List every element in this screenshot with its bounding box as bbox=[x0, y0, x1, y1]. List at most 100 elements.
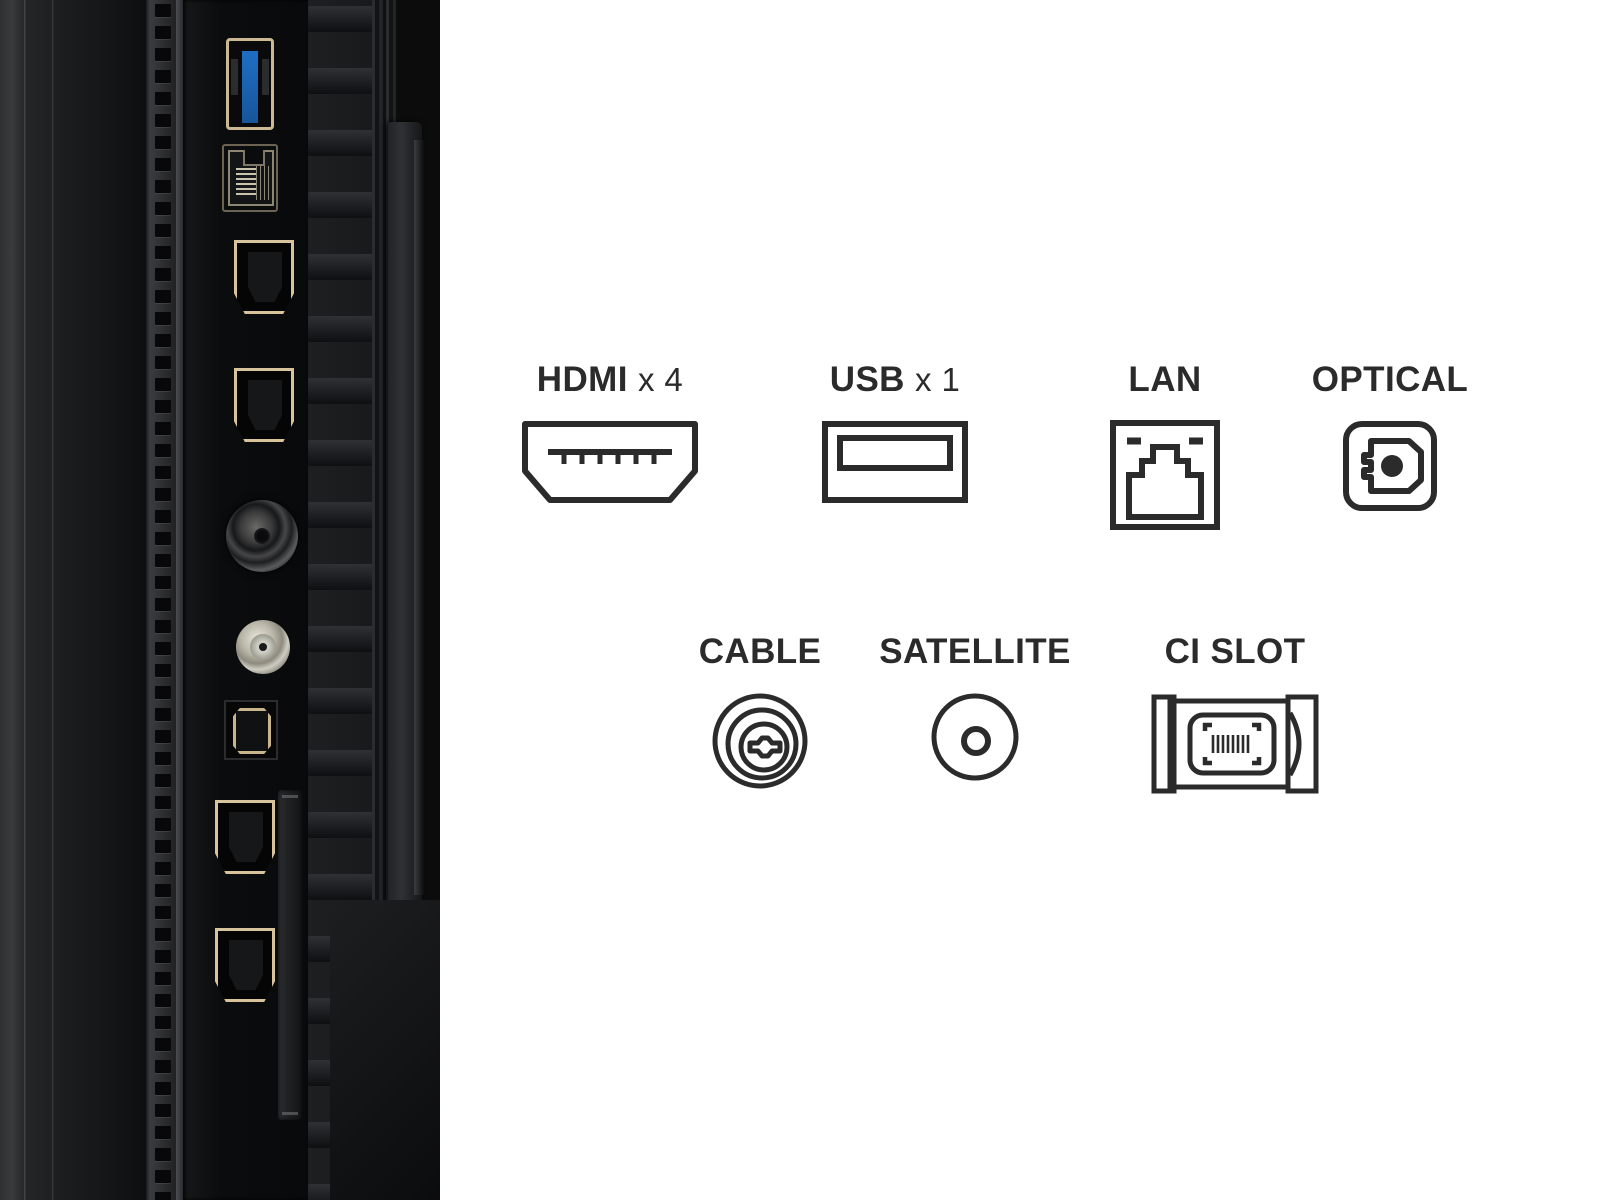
photo-lan-port bbox=[222, 144, 278, 212]
spec-item-satellite: SATELLITE bbox=[830, 634, 1120, 811]
tv-vent-slot bbox=[155, 686, 171, 699]
tv-vent-slot bbox=[155, 180, 171, 193]
tv-rear-panel-photo bbox=[0, 0, 440, 1200]
tv-vent-slot bbox=[155, 290, 171, 303]
cislot-label-name: CI SLOT bbox=[1164, 632, 1306, 671]
optical-icon-holder bbox=[1250, 419, 1530, 539]
tv-vent-slot bbox=[155, 1148, 171, 1161]
usb-port-tab-left bbox=[231, 59, 238, 95]
photo-hdmi-port-4 bbox=[215, 928, 275, 1002]
tv-vent-slot bbox=[155, 1192, 171, 1200]
optical-label: OPTICAL bbox=[1250, 362, 1530, 397]
cable-label-name: CABLE bbox=[698, 632, 822, 671]
tv-vent-slot bbox=[155, 752, 171, 765]
tv-ventilation-slots bbox=[150, 0, 176, 1200]
photo-hdmi-port-1 bbox=[234, 240, 294, 314]
tv-vent-slot bbox=[155, 1126, 171, 1139]
tv-vent-slot bbox=[155, 4, 171, 17]
hdmi-port-cavity bbox=[248, 252, 282, 302]
tv-vent-slot bbox=[155, 26, 171, 39]
tv-bezel-face bbox=[0, 0, 26, 1200]
satellite-label-name: SATELLITE bbox=[879, 632, 1071, 671]
tv-vent-slot bbox=[155, 730, 171, 743]
cislot-label: CI SLOT bbox=[1090, 634, 1380, 669]
tv-vent-slot bbox=[155, 356, 171, 369]
tv-vent-slot bbox=[155, 774, 171, 787]
satellite-center-pin bbox=[259, 643, 267, 651]
optical-label-name: OPTICAL bbox=[1311, 360, 1469, 399]
hdmi-port-cavity bbox=[248, 380, 282, 430]
tv-vent-slot bbox=[155, 1104, 171, 1117]
tv-vent-slot bbox=[155, 840, 171, 853]
lan-port-pins bbox=[236, 168, 256, 198]
usb3-blue-insert bbox=[242, 51, 258, 123]
photo-hdmi-port-3 bbox=[215, 800, 275, 874]
coax-center-hole bbox=[254, 528, 270, 544]
usb-port-tab-right bbox=[262, 59, 269, 95]
lan-port-body bbox=[228, 150, 274, 206]
hdmi-label: HDMI x 4 bbox=[470, 362, 750, 397]
tv-vent-slot bbox=[155, 70, 171, 83]
tv-vent-slot bbox=[155, 796, 171, 809]
tv-vent-slot bbox=[155, 972, 171, 985]
tv-rear-cover-lip bbox=[414, 140, 424, 895]
hdmi-label-name: HDMI bbox=[536, 360, 628, 399]
spec-item-lan: LAN bbox=[1045, 362, 1285, 539]
tv-vent-slot bbox=[155, 884, 171, 897]
tv-vent-slot bbox=[155, 334, 171, 347]
tv-vent-slot bbox=[155, 1082, 171, 1095]
tv-vent-rail-right bbox=[176, 0, 183, 1200]
lan-port-pin-channel bbox=[256, 166, 272, 200]
tv-vent-rail-left bbox=[146, 0, 151, 1200]
satellite-label: SATELLITE bbox=[830, 634, 1120, 669]
tv-vent-slot bbox=[155, 136, 171, 149]
tv-vent-slot bbox=[155, 554, 171, 567]
tv-vent-slot bbox=[155, 312, 171, 325]
tv-vent-slot bbox=[155, 400, 171, 413]
spec-item-cislot: CI SLOT bbox=[1090, 634, 1380, 811]
ci-card-slot-icon bbox=[1151, 694, 1319, 794]
usb-label-name: USB bbox=[829, 360, 905, 399]
tv-vent-slot bbox=[155, 708, 171, 721]
tv-vent-slot bbox=[155, 532, 171, 545]
cislot-icon-holder bbox=[1090, 691, 1380, 811]
tv-vent-slot bbox=[155, 422, 171, 435]
tv-vent-slot bbox=[155, 268, 171, 281]
cable-icon-holder bbox=[620, 691, 900, 811]
lan-icon-holder bbox=[1045, 419, 1285, 539]
tv-vent-slot bbox=[155, 202, 171, 215]
usb-label: USB x 1 bbox=[755, 362, 1035, 397]
hdmi-connector-icon bbox=[522, 421, 698, 503]
cable-label: CABLE bbox=[620, 634, 900, 669]
hdmi-port-cavity bbox=[229, 940, 263, 990]
tv-vent-slot bbox=[155, 510, 171, 523]
spec-item-cable: CABLE bbox=[620, 634, 900, 811]
optical-toslink-opening bbox=[233, 708, 271, 754]
spec-item-optical: OPTICAL bbox=[1250, 362, 1530, 539]
tv-vent-slot bbox=[155, 862, 171, 875]
tv-vent-slot bbox=[155, 994, 171, 1007]
connectivity-spec-grid: HDMI x 4 USB x 1 bbox=[440, 0, 1600, 1200]
tv-body-seam bbox=[52, 0, 54, 1200]
spec-item-hdmi: HDMI x 4 bbox=[470, 362, 750, 539]
tv-housing-lower-step bbox=[330, 900, 440, 1200]
tv-vent-slot bbox=[155, 224, 171, 237]
tv-vent-slot bbox=[155, 950, 171, 963]
ci-slot-top-gap bbox=[282, 795, 298, 798]
tv-vent-slot bbox=[155, 928, 171, 941]
tv-vent-slot bbox=[155, 1016, 171, 1029]
tv-vent-slot bbox=[155, 664, 171, 677]
satellite-icon-holder bbox=[830, 691, 1120, 811]
optical-toslink-connector-icon bbox=[1343, 421, 1437, 511]
tv-vent-slot bbox=[155, 1060, 171, 1073]
tv-vent-slot bbox=[155, 466, 171, 479]
tv-vent-slot bbox=[155, 620, 171, 633]
tv-rear-body bbox=[26, 0, 146, 1200]
lan-port-clip-slot bbox=[243, 150, 265, 166]
tv-vent-slot bbox=[155, 642, 171, 655]
tv-vent-slot bbox=[155, 158, 171, 171]
tv-vent-slot bbox=[155, 1170, 171, 1183]
spec-item-usb: USB x 1 bbox=[755, 362, 1035, 539]
hdmi-icon-holder bbox=[470, 419, 750, 539]
